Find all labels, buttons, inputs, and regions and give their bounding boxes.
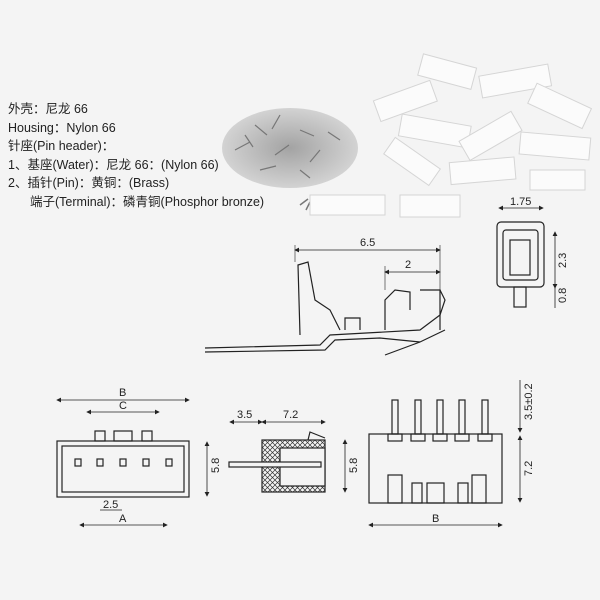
header-view <box>368 380 523 528</box>
material-spec-text: 外壳：尼龙 66 Housing：Nylon 66 针座(Pin header)… <box>8 100 264 211</box>
dim-header-height: 7.2 <box>523 461 535 476</box>
dim-front-pitch: 2.5 <box>103 499 118 511</box>
terminal-side-view <box>204 245 446 356</box>
dim-terminal-tip: 2 <box>405 259 411 271</box>
spec-line-pin: 2、插针(Pin)：黄铜：(Brass) <box>8 176 170 190</box>
dim-side-height: 5.8 <box>348 458 360 473</box>
dim-front-C: C <box>119 400 127 412</box>
dim-housing-width: 1.75 <box>510 196 531 208</box>
spec-line-terminal: 端子(Terminal)：磷青铜(Phosphor bronze) <box>30 194 265 209</box>
spec-line-housing-en: Housing：Nylon 66 <box>8 120 116 135</box>
spec-line-housing-cn: 外壳：尼龙 66 <box>8 102 88 116</box>
dim-header-pin: 3.5±0.2 <box>523 383 535 420</box>
dim-housing-depth: 0.8 <box>557 288 569 303</box>
connectors-photo <box>309 53 593 218</box>
dim-front-A: A <box>119 513 127 525</box>
side-view <box>228 419 348 493</box>
spec-line-base: 1、基座(Water)：尼龙 66：(Nylon 66) <box>8 157 219 172</box>
dim-housing-height: 2.3 <box>557 253 569 268</box>
dim-front-B: B <box>119 387 126 399</box>
dim-side-pin: 3.5 <box>237 409 252 421</box>
dim-front-height: 5.8 <box>210 458 222 473</box>
terminals-photo <box>222 108 358 211</box>
housing-end-view <box>496 205 558 308</box>
dim-terminal-length: 6.5 <box>360 237 375 249</box>
front-view <box>56 397 210 528</box>
dim-header-B: B <box>432 513 439 525</box>
dim-side-body: 7.2 <box>283 409 298 421</box>
spec-line-pin-header: 针座(Pin header)： <box>8 139 115 153</box>
